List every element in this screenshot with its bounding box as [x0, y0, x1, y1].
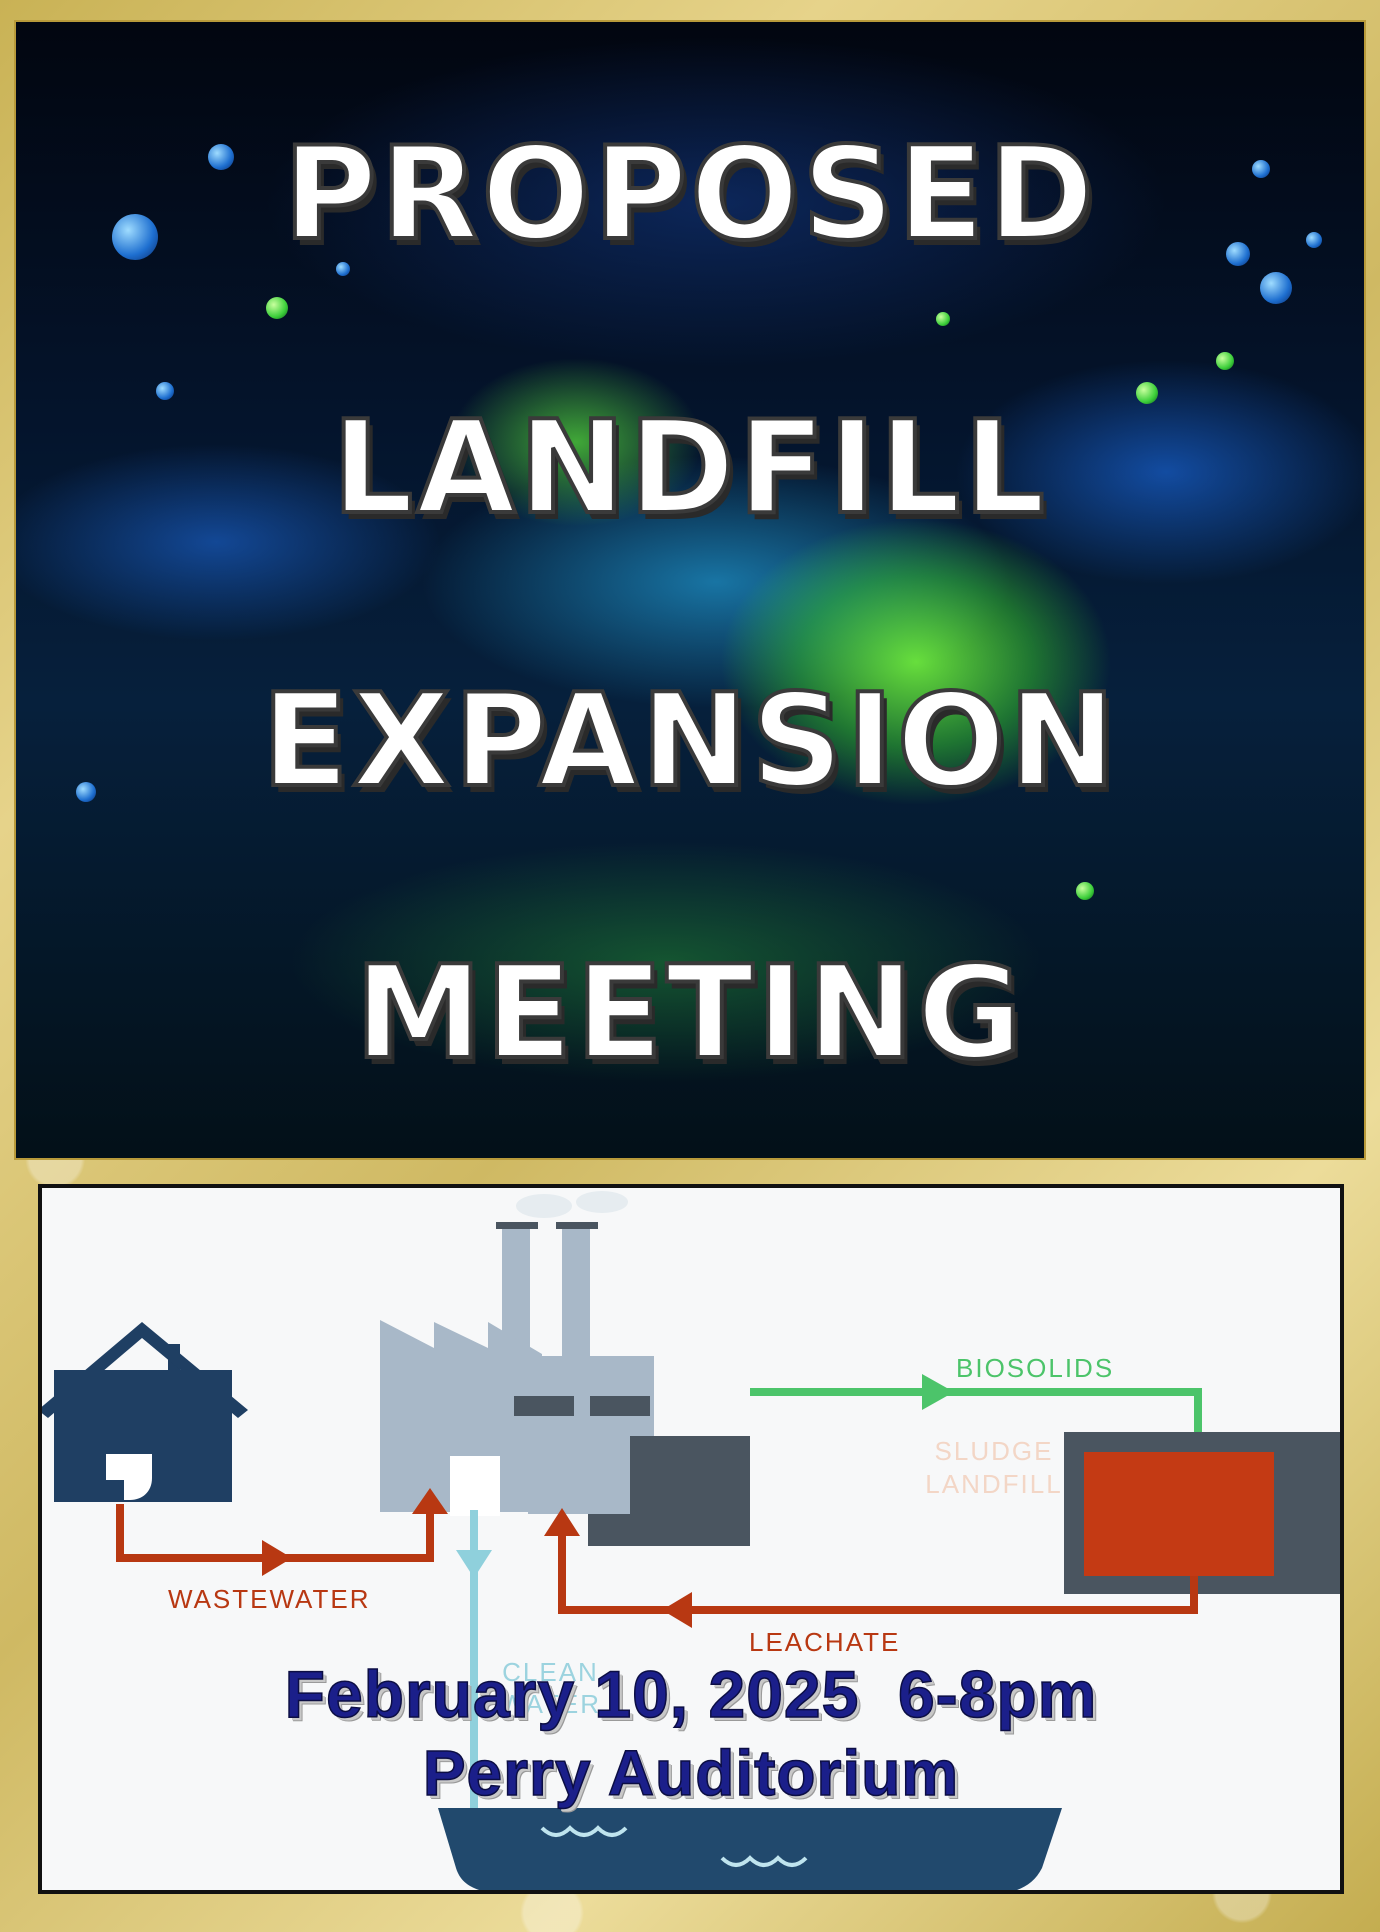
title-line: LANDFILL	[330, 392, 1049, 545]
clean-water-arrow	[456, 1510, 492, 1828]
bubble	[266, 297, 288, 319]
event-venue: Perry Auditorium	[422, 1736, 960, 1810]
bubble	[776, 422, 792, 438]
title-line: EXPANSION	[259, 665, 1119, 818]
wastewater-arrow	[116, 1488, 448, 1576]
water-body-icon	[438, 1808, 1062, 1890]
title-line: MEETING	[353, 937, 1026, 1090]
diagram-graphic	[42, 1191, 1340, 1890]
bubble	[208, 144, 234, 170]
bubble	[1076, 882, 1094, 900]
house-icon	[42, 1322, 248, 1502]
hero-image: PROPOSED LANDFILL EXPANSION MEETING	[14, 20, 1366, 1160]
bubble	[1260, 272, 1292, 304]
sludge-landfill-icon	[1064, 1432, 1340, 1594]
title-line: PROPOSED	[281, 118, 1097, 271]
clean-water-line1: CLEAN	[502, 1657, 599, 1687]
smoke-plume	[516, 1194, 572, 1218]
bubble	[1136, 382, 1158, 404]
smoke-plume	[576, 1191, 628, 1213]
sludge-line2: LANDFILL	[925, 1469, 1063, 1499]
wastewater-diagram: BIOSOLIDS WASTEWATER LEACHATE CLEAN WATE…	[38, 1184, 1344, 1894]
bubble	[936, 312, 950, 326]
leachate-label: LEACHATE	[749, 1627, 901, 1657]
bubble	[1226, 242, 1250, 266]
factory-icon	[380, 1222, 750, 1546]
biosolids-label: BIOSOLIDS	[956, 1353, 1115, 1383]
biosolids-arrow	[750, 1374, 1202, 1444]
event-date-time: February 10, 2025 6-8pm	[284, 1656, 1098, 1732]
clean-water-line2: WATER	[500, 1689, 601, 1719]
wastewater-label: WASTEWATER	[168, 1584, 371, 1614]
clean-water-label: CLEAN WATER	[500, 1656, 601, 1720]
bubble	[1216, 352, 1234, 370]
sludge-landfill-label: SLUDGE LANDFILL	[884, 1435, 1104, 1501]
bubble	[76, 782, 96, 802]
bubble	[336, 262, 350, 276]
bubble	[1252, 160, 1270, 178]
bubble	[112, 214, 158, 260]
leachate-arrow	[544, 1508, 1198, 1628]
bubble	[1306, 232, 1322, 248]
bubble	[156, 382, 174, 400]
sludge-line1: SLUDGE	[934, 1436, 1054, 1466]
